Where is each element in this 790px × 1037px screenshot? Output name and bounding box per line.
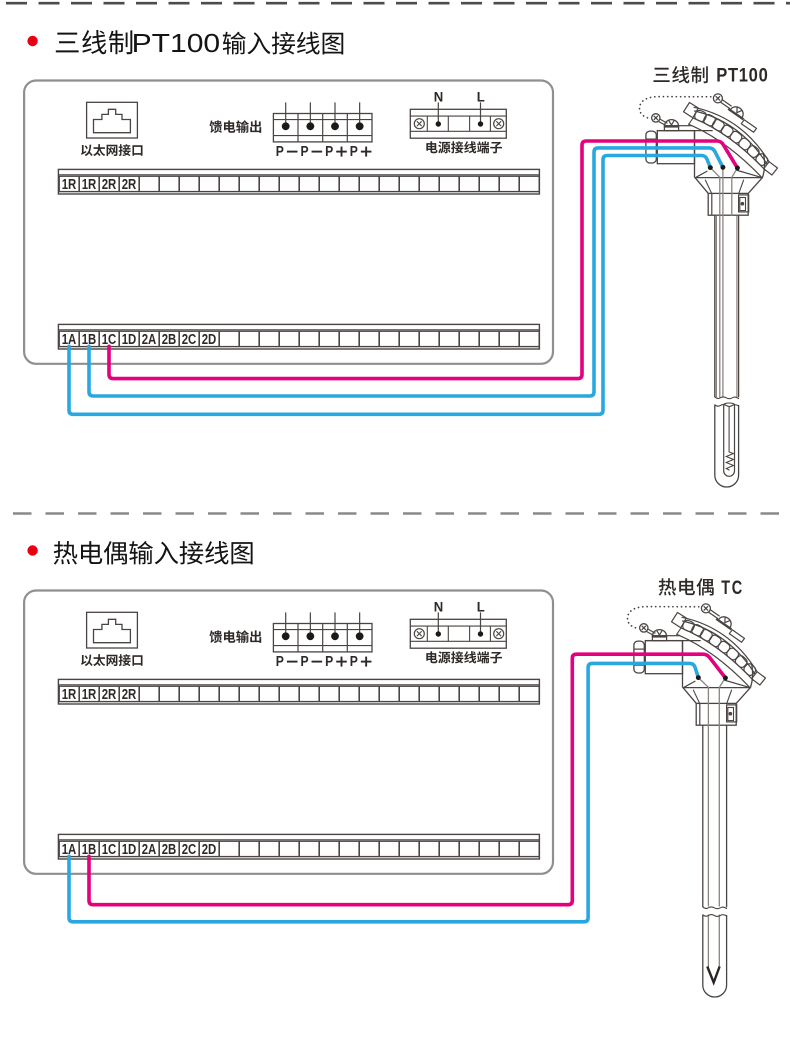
svg-text:P: P <box>350 143 358 159</box>
svg-text:N: N <box>434 600 443 615</box>
svg-text:1R: 1R <box>82 686 97 703</box>
svg-text:1R: 1R <box>82 176 97 193</box>
svg-text:2B: 2B <box>162 841 177 858</box>
svg-text:1C: 1C <box>102 331 117 348</box>
svg-text:2A: 2A <box>142 331 157 348</box>
svg-text:2R: 2R <box>102 686 117 703</box>
svg-text:TC: TC <box>721 576 744 599</box>
svg-text:P: P <box>276 143 284 159</box>
svg-text:P: P <box>300 143 308 159</box>
svg-text:L: L <box>477 600 485 615</box>
svg-text:P: P <box>300 653 308 669</box>
svg-text:PT100: PT100 <box>132 29 221 57</box>
svg-text:1A: 1A <box>62 331 77 348</box>
svg-text:1D: 1D <box>122 841 137 858</box>
svg-text:2B: 2B <box>162 331 177 348</box>
svg-text:2D: 2D <box>202 841 217 858</box>
svg-text:2D: 2D <box>202 331 217 348</box>
svg-text:1B: 1B <box>82 331 97 348</box>
svg-text:2C: 2C <box>182 331 197 348</box>
svg-text:1R: 1R <box>62 686 77 703</box>
svg-text:2A: 2A <box>142 841 157 858</box>
svg-text:P: P <box>325 653 333 669</box>
svg-text:1C: 1C <box>102 841 117 858</box>
svg-text:P: P <box>325 143 333 159</box>
svg-text:2C: 2C <box>182 841 197 858</box>
svg-text:1R: 1R <box>62 176 77 193</box>
svg-text:N: N <box>434 90 443 105</box>
svg-text:2R: 2R <box>102 176 117 193</box>
svg-text:P: P <box>276 653 284 669</box>
svg-text:2R: 2R <box>122 686 137 703</box>
svg-text:2R: 2R <box>122 176 137 193</box>
svg-text:1A: 1A <box>62 841 77 858</box>
svg-text:1B: 1B <box>82 841 97 858</box>
svg-text:1D: 1D <box>122 331 137 348</box>
svg-text:L: L <box>477 90 485 105</box>
svg-text:PT100: PT100 <box>716 65 768 86</box>
svg-text:P: P <box>350 653 358 669</box>
